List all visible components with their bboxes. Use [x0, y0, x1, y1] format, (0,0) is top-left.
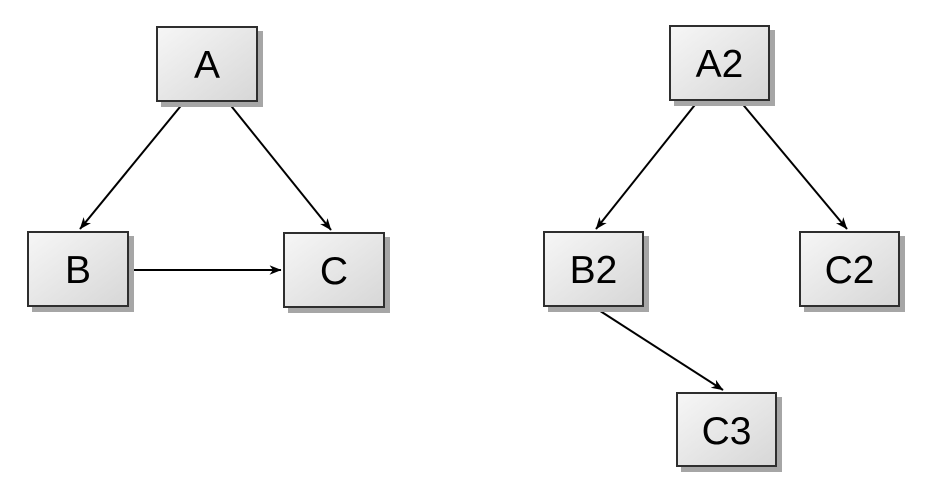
- edge-A-to-B: [79, 101, 185, 230]
- edge-A2-to-B2: [595, 100, 699, 230]
- node-label-C2: C2: [824, 249, 875, 292]
- node-label-C3: C3: [701, 409, 752, 453]
- node-label-A2: A2: [695, 43, 744, 86]
- node-label-B: B: [64, 249, 91, 292]
- node-label-B2: B2: [569, 249, 618, 292]
- node-A2[interactable]: A2: [669, 25, 770, 101]
- node-label-C: C: [319, 250, 349, 293]
- edge-A-to-C: [227, 101, 332, 231]
- node-C[interactable]: C: [283, 232, 385, 308]
- node-B[interactable]: B: [27, 231, 129, 307]
- node-label-A: A: [193, 44, 220, 87]
- node-B2[interactable]: B2: [543, 231, 644, 307]
- edge-B2-to-C3: [593, 306, 724, 391]
- edge-A2-to-C2: [739, 100, 848, 230]
- node-C3[interactable]: C3: [676, 392, 777, 467]
- node-C2[interactable]: C2: [799, 231, 900, 307]
- node-A[interactable]: A: [156, 26, 258, 102]
